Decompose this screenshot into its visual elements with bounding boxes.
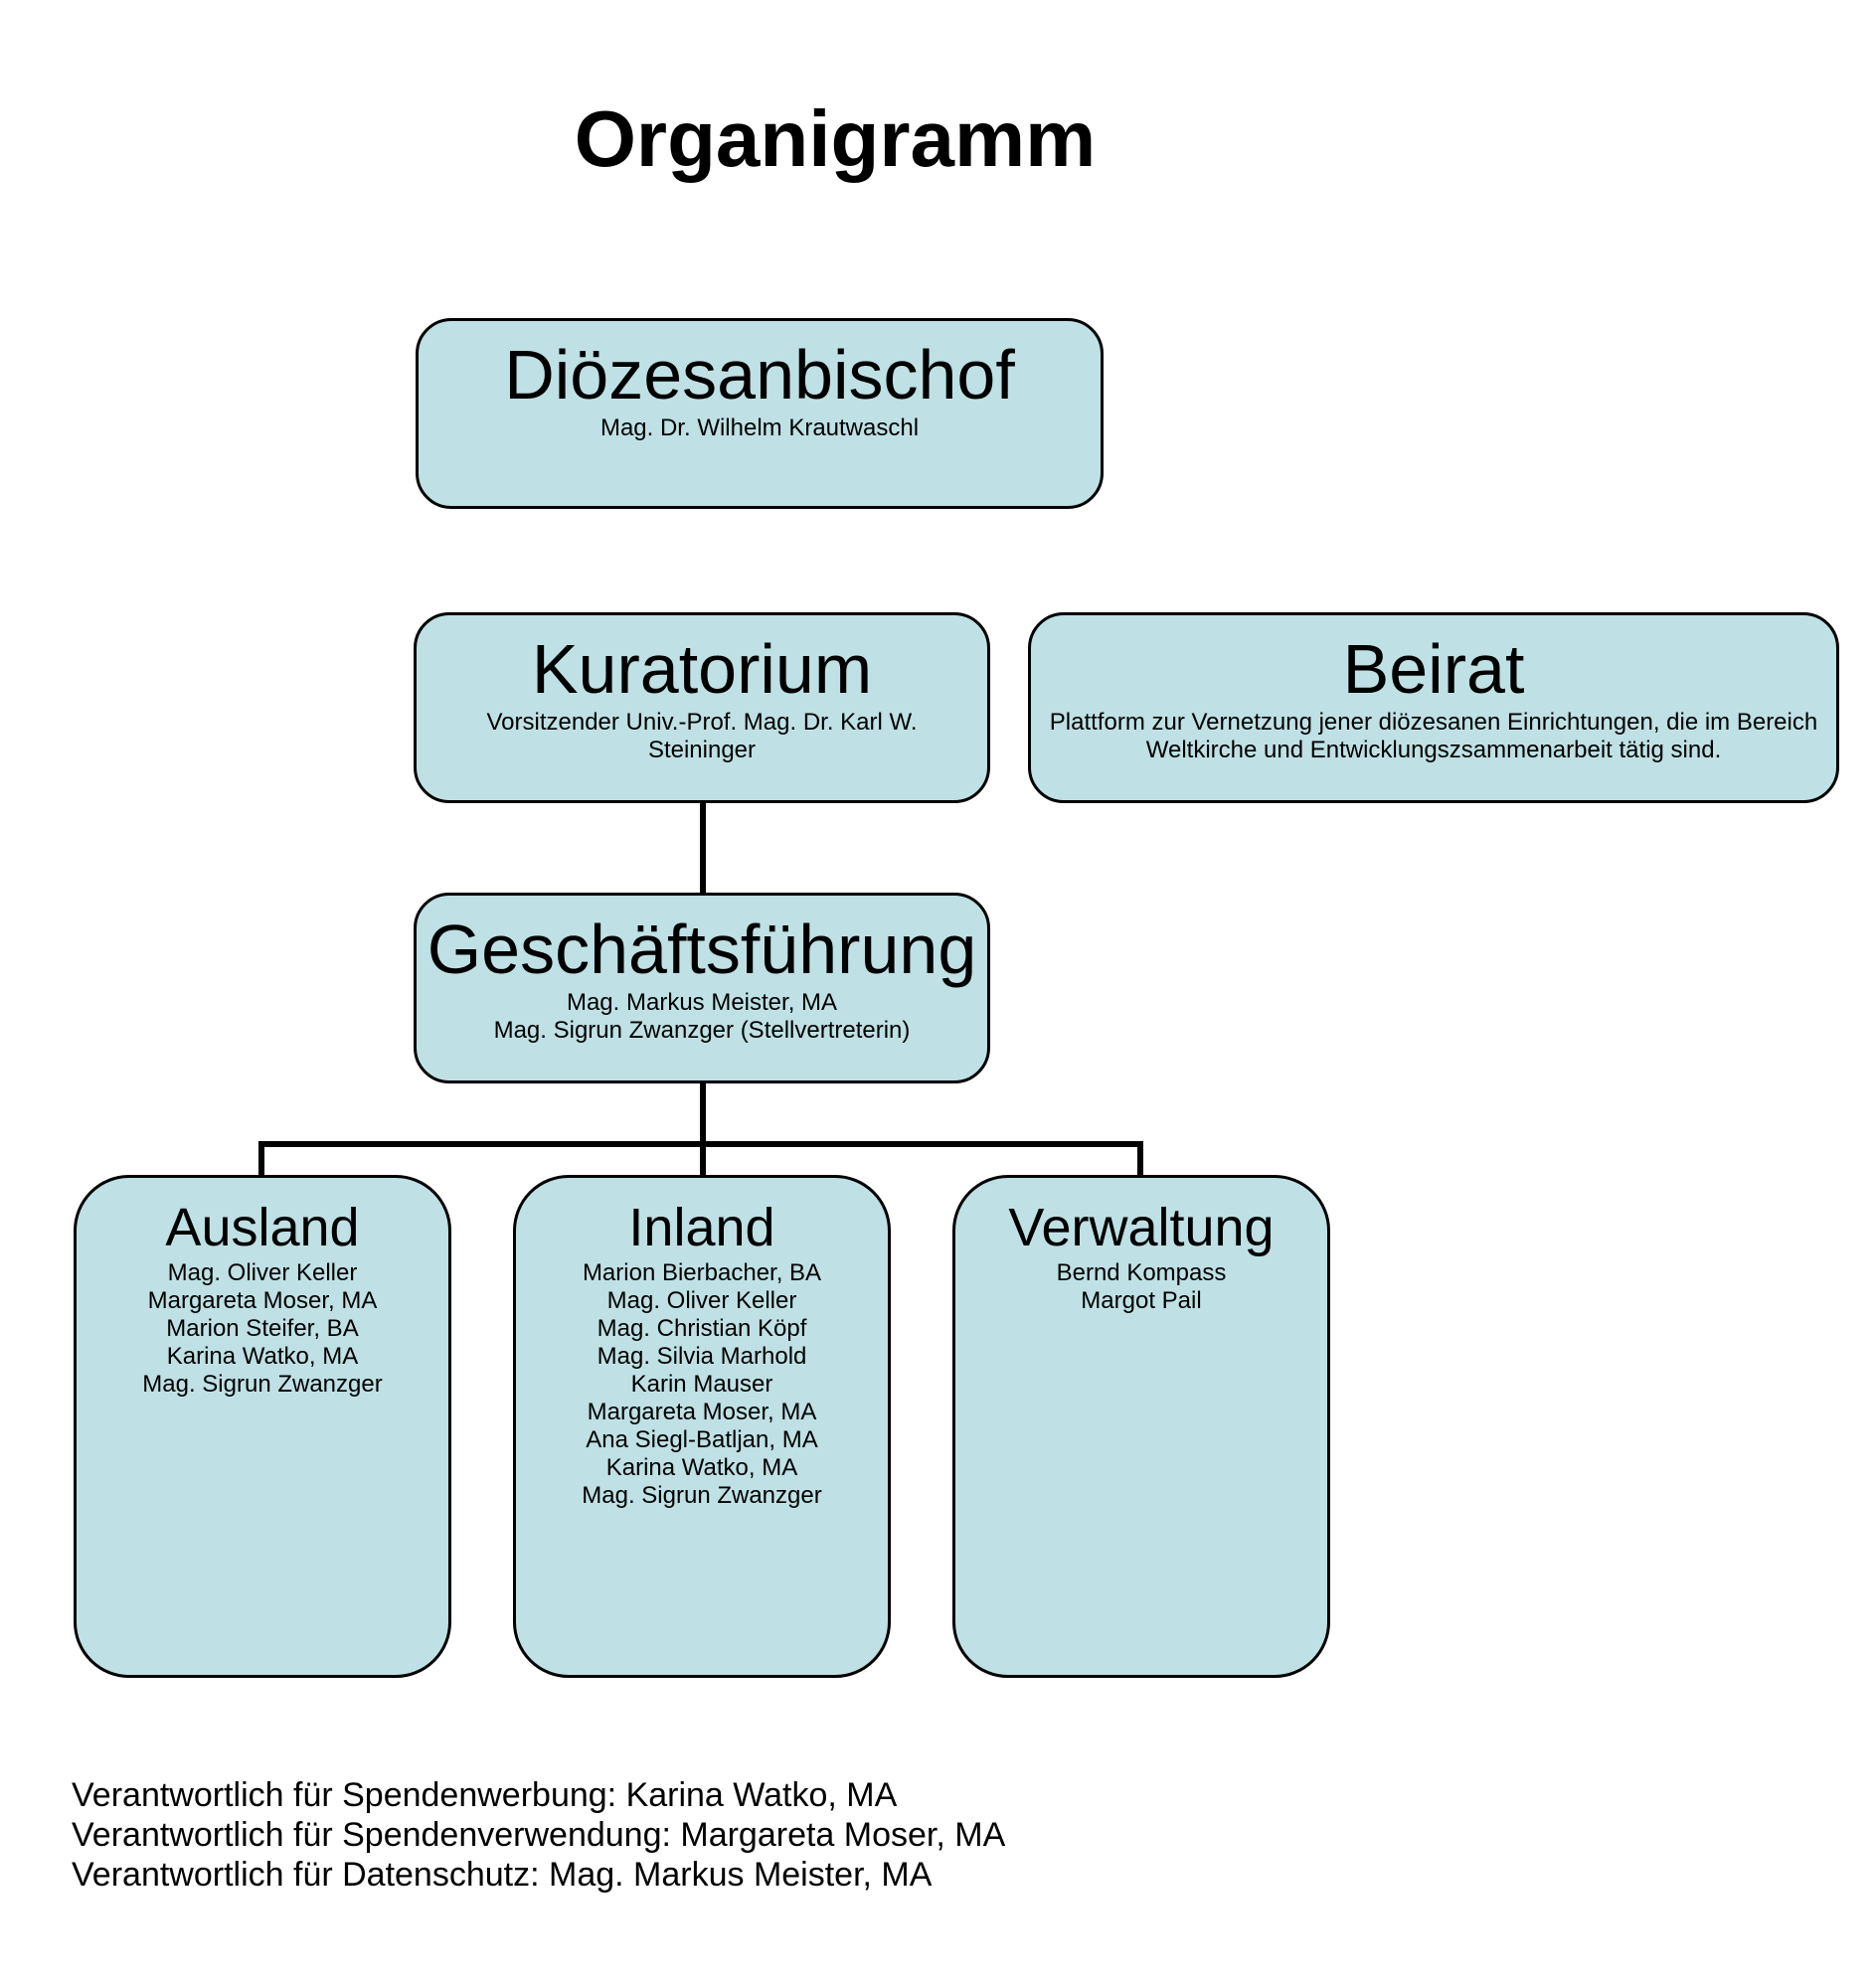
node-heading: Geschäftsführung: [426, 911, 977, 988]
node-inland: Inland Marion Bierbacher, BA Mag. Oliver…: [513, 1175, 891, 1678]
member-list: Marion Bierbacher, BA Mag. Oliver Keller…: [516, 1259, 888, 1510]
node-heading: Beirat: [1342, 630, 1525, 708]
connector-to-verwaltung: [1137, 1141, 1143, 1177]
node-heading: Inland: [628, 1198, 775, 1257]
node-dioezesanbischof: Diözesanbischof Mag. Dr. Wilhelm Krautwa…: [416, 318, 1104, 509]
member: Marion Bierbacher, BA: [582, 1259, 822, 1286]
member: Mag. Sigrun Zwanzger: [142, 1371, 383, 1398]
node-heading: Verwaltung: [1008, 1198, 1275, 1257]
member: Ana Siegl-Batljan, MA: [586, 1426, 818, 1453]
member: Margareta Moser, MA: [147, 1287, 378, 1314]
member: Margareta Moser, MA: [587, 1399, 817, 1425]
member: Mag. Christian Köpf: [597, 1315, 807, 1342]
responsibility-line: Verantwortlich für Spendenverwendung: Ma…: [72, 1816, 1006, 1854]
member: Mag. Markus Meister, MA: [566, 989, 838, 1016]
member-list: Mag. Markus Meister, MA Mag. Sigrun Zwan…: [417, 989, 987, 1045]
member: Mag. Oliver Keller: [167, 1259, 358, 1286]
responsibility-line: Verantwortlich für Spendenwerbung: Karin…: [72, 1776, 898, 1814]
node-heading: Diözesanbischof: [504, 336, 1015, 414]
connector-gf-trunk: [700, 1081, 706, 1147]
member: Marion Steifer, BA: [166, 1315, 359, 1342]
node-text: Vorsitzender Univ.-Prof. Mag. Dr. Karl W…: [486, 709, 918, 763]
node-heading: Ausland: [165, 1198, 360, 1257]
responsibilities-list: Verantwortlich für Spendenwerbung: Karin…: [72, 1775, 1005, 1895]
connector-kuratorium-gf: [700, 801, 706, 899]
member: Margot Pail: [1081, 1287, 1202, 1314]
member-list: Mag. Oliver Keller Margareta Moser, MA M…: [77, 1259, 448, 1399]
member: Mag. Oliver Keller: [606, 1287, 797, 1314]
member: Bernd Kompass: [1056, 1259, 1227, 1286]
node-kuratorium: Kuratorium Vorsitzender Univ.-Prof. Mag.…: [414, 612, 990, 803]
member: Mag. Sigrun Zwanzger (Stellvertreterin): [493, 1017, 911, 1044]
node-ausland: Ausland Mag. Oliver Keller Margareta Mos…: [74, 1175, 451, 1678]
node-beirat: Beirat Plattform zur Vernetzung jener di…: [1028, 612, 1839, 803]
member: Karin Mauser: [630, 1371, 773, 1398]
connector-to-inland: [700, 1141, 706, 1177]
page-title: Organigramm: [574, 94, 1097, 183]
responsibility-line: Verantwortlich für Datenschutz: Mag. Mar…: [72, 1856, 933, 1894]
member: Karina Watko, MA: [166, 1343, 359, 1370]
member: Karina Watko, MA: [605, 1454, 798, 1481]
node-text: Mag. Dr. Wilhelm Krautwaschl: [599, 414, 920, 441]
member: Mag. Sigrun Zwanzger: [582, 1482, 822, 1509]
node-verwaltung: Verwaltung Bernd Kompass Margot Pail: [952, 1175, 1330, 1678]
node-heading: Kuratorium: [531, 630, 873, 708]
member-list: Bernd Kompass Margot Pail: [955, 1259, 1327, 1315]
node-text: Plattform zur Vernetzung jener diözesane…: [1049, 709, 1818, 763]
connector-to-ausland: [258, 1141, 264, 1177]
member: Mag. Silvia Marhold: [597, 1343, 807, 1370]
node-geschaeftsfuehrung: Geschäftsführung Mag. Markus Meister, MA…: [414, 893, 990, 1083]
